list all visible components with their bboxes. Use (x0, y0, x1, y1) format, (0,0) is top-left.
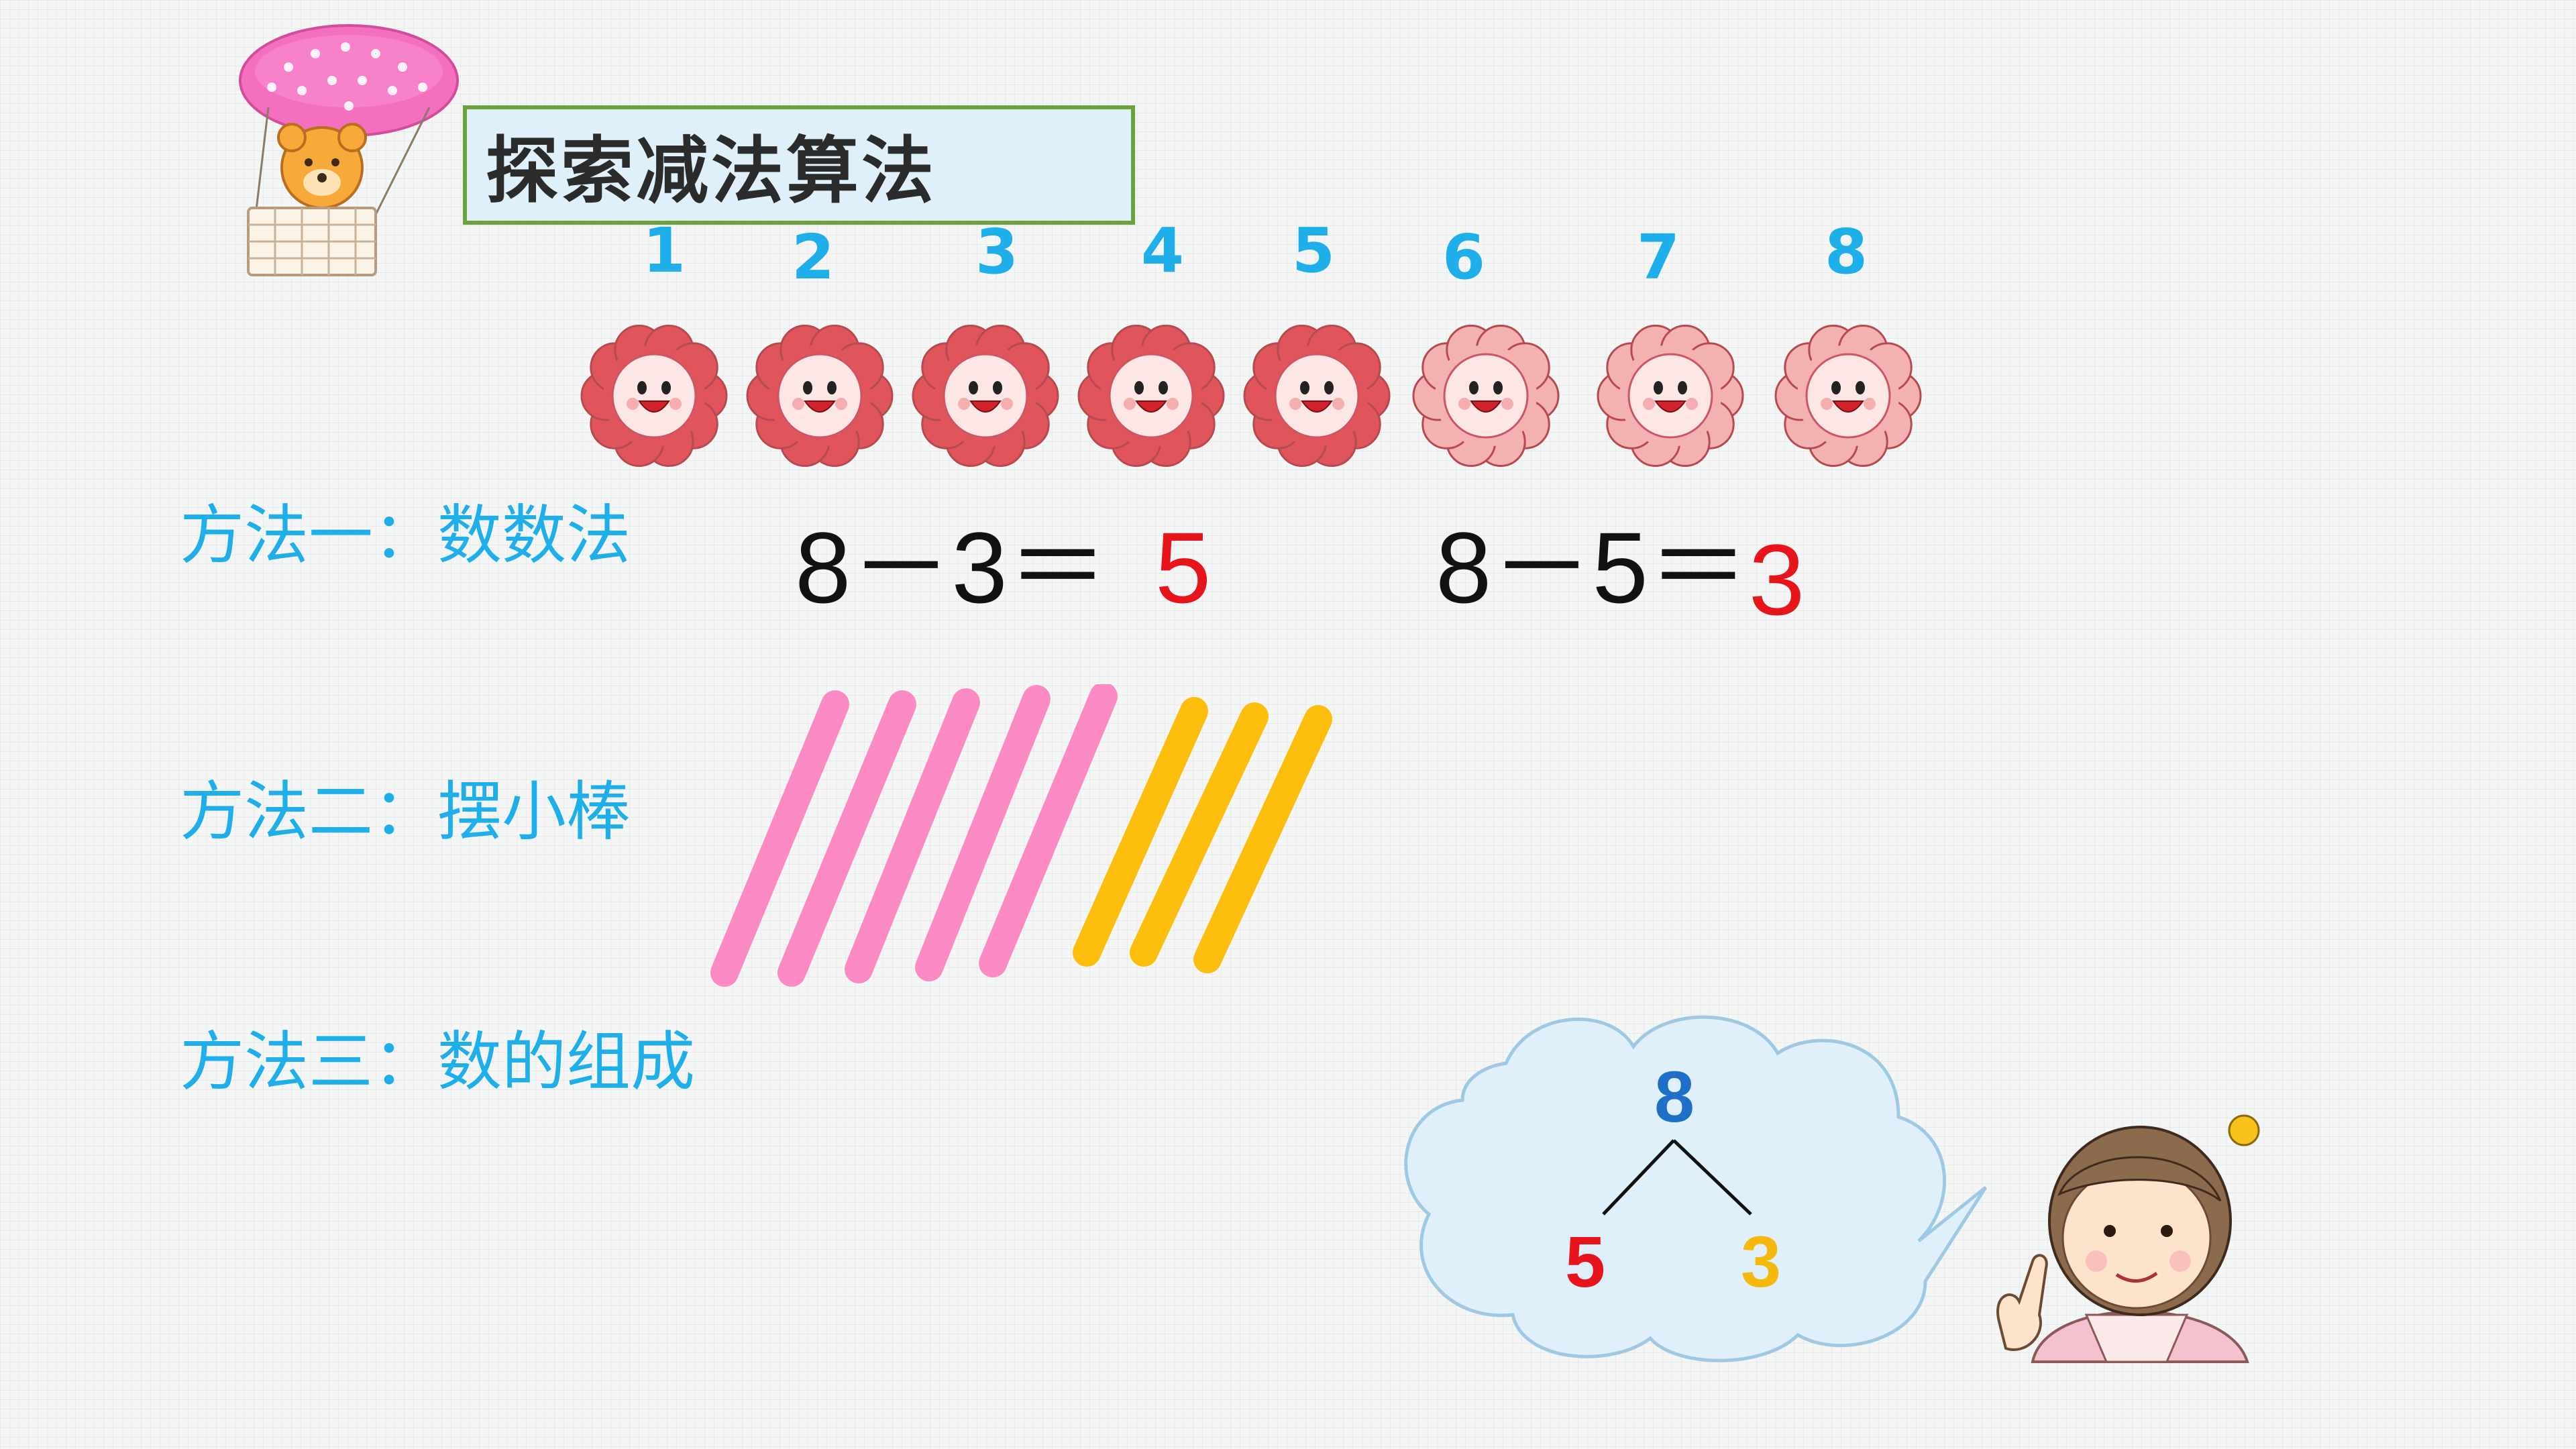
flower-5-dark (1243, 325, 1391, 467)
equation-two-expression: 8－5＝ (1436, 511, 1749, 624)
equation-two-result: 3 (1748, 523, 1805, 636)
pink-stick-4 (915, 685, 1051, 981)
count-label-3: 3 (975, 216, 1019, 288)
pink-stick-3 (845, 688, 980, 983)
flower-3-dark (912, 325, 1059, 467)
method-three-label: 方法三：数的组成 (180, 1024, 695, 1099)
equation-two: 8－5＝3 (1436, 486, 1805, 636)
method-two-label: 方法二：摆小棒 (180, 774, 631, 849)
yellow-stick-7 (1130, 702, 1269, 967)
flower-7-light (1597, 325, 1744, 467)
page-title: 探索减法算法 (486, 129, 937, 213)
flower-2-dark (746, 325, 894, 467)
counting-sticks (710, 684, 1332, 987)
count-label-5: 5 (1291, 215, 1336, 286)
yellow-stick-8 (1193, 705, 1332, 973)
equation-one-expression: 8－3＝ (795, 511, 1108, 624)
flower-8-light (1774, 325, 1922, 467)
flower-1-dark (580, 325, 728, 467)
composition-whole: 8 (1654, 1056, 1695, 1137)
pink-stick-2 (777, 690, 916, 987)
yellow-stick-6 (1073, 697, 1208, 967)
composition-right-part: 3 (1740, 1221, 1782, 1302)
composition-left-part: 5 (1564, 1221, 1606, 1302)
count-label-6: 6 (1442, 221, 1486, 293)
girl-pointing-illustration (1996, 1114, 2260, 1363)
count-label-2: 2 (791, 221, 835, 293)
equation-one: 8－3＝ 5 (795, 486, 1211, 632)
count-label-7: 7 (1636, 221, 1680, 293)
count-label-1: 1 (642, 215, 686, 286)
flower-4-dark (1077, 325, 1225, 467)
count-label-4: 4 (1140, 215, 1185, 286)
flower-6-light (1412, 325, 1560, 467)
hot-air-balloon-bear-illustration (239, 24, 459, 276)
thought-cloud (1404, 1015, 1988, 1362)
title-box: 探索减法算法 (463, 105, 1135, 225)
count-label-8: 8 (1824, 216, 1868, 288)
pink-stick-1 (710, 690, 849, 987)
equation-one-result: 5 (1155, 511, 1212, 624)
method-one-label: 方法一：数数法 (180, 498, 631, 573)
pink-stick-5 (979, 684, 1118, 977)
